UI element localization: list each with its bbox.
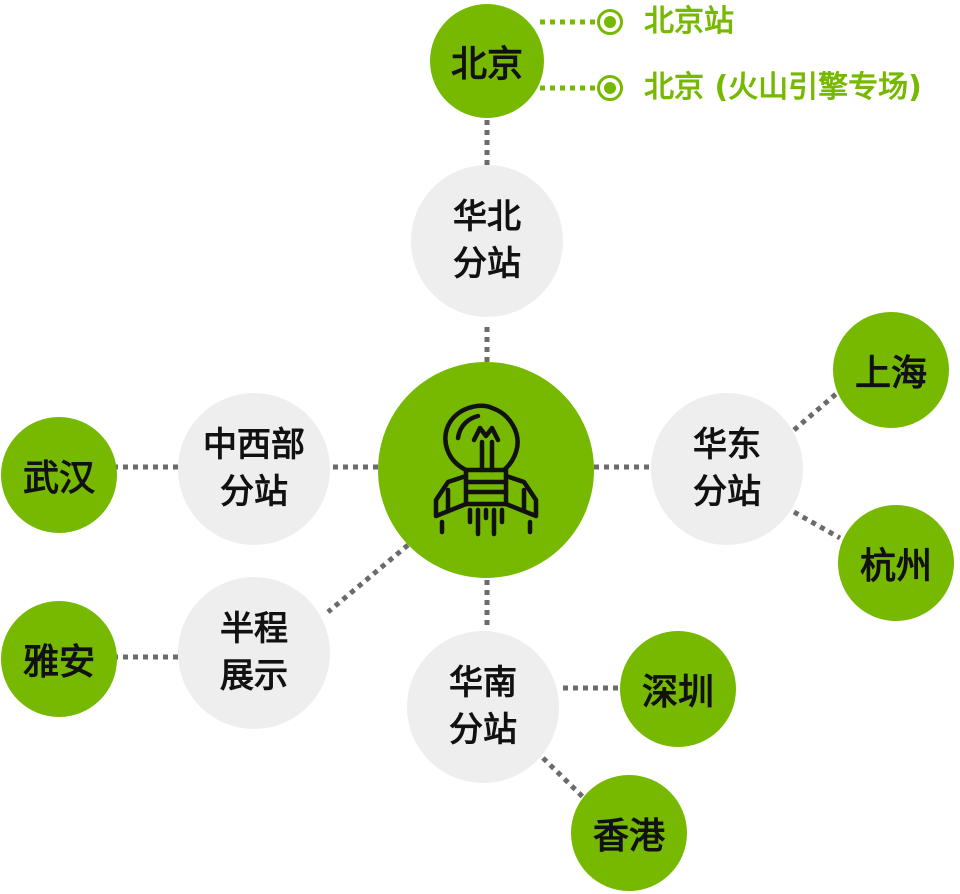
connector-east-hangzhou: [792, 509, 842, 541]
region-showcase-node[interactable]: 半程 展示: [178, 577, 330, 729]
beijing-link-1-label[interactable]: 北京站: [644, 4, 734, 39]
region-east-node[interactable]: 华东 分站: [651, 393, 803, 545]
region-central-west-line2: 分站: [220, 472, 288, 512]
region-south-node[interactable]: 华南 分站: [407, 631, 559, 783]
connector-south-hongkong: [541, 756, 588, 802]
connector-east-shanghai: [792, 392, 838, 432]
city-shenzhen-node[interactable]: 深圳: [620, 631, 736, 747]
lightbulb-rocket-icon: [433, 403, 539, 537]
city-hangzhou-node[interactable]: 杭州: [838, 505, 954, 621]
region-showcase-line1: 半程: [220, 609, 288, 650]
city-hongkong-node[interactable]: 香港: [571, 775, 687, 891]
city-shenzhen-label: 深圳: [641, 672, 714, 713]
region-north-node[interactable]: 华北 分站: [411, 165, 563, 317]
region-central-west-line1: 中西部: [203, 425, 305, 466]
beijing-link-1-radio-icon[interactable]: [597, 9, 623, 35]
city-yaan-node[interactable]: 雅安: [1, 601, 117, 717]
region-north-line1: 华北: [453, 197, 521, 238]
region-south-line2: 分站: [449, 710, 517, 750]
region-central-west-node[interactable]: 中西部 分站: [178, 393, 330, 545]
region-north-line2: 分站: [453, 244, 521, 284]
beijing-link-2-label[interactable]: 北京 (火山引擎专场): [644, 70, 922, 105]
beijing-link-2-radio-icon[interactable]: [597, 75, 623, 101]
region-south-line1: 华南: [449, 663, 517, 704]
region-east-line2: 分站: [693, 472, 761, 512]
city-wuhan-node[interactable]: 武汉: [1, 417, 117, 533]
connector-hub-showcase: [326, 543, 410, 614]
hub-node: [378, 362, 594, 578]
region-showcase-line2: 展示: [220, 656, 288, 696]
city-beijing-label: 北京: [450, 44, 523, 85]
city-shanghai-node[interactable]: 上海: [833, 312, 949, 428]
city-hongkong-label: 香港: [592, 816, 665, 857]
city-shanghai-label: 上海: [854, 353, 927, 394]
city-wuhan-label: 武汉: [22, 458, 95, 499]
city-beijing-node[interactable]: 北京: [430, 4, 544, 118]
region-east-line1: 华东: [693, 425, 761, 466]
city-yaan-label: 雅安: [22, 642, 95, 683]
city-hangzhou-label: 杭州: [859, 546, 932, 587]
